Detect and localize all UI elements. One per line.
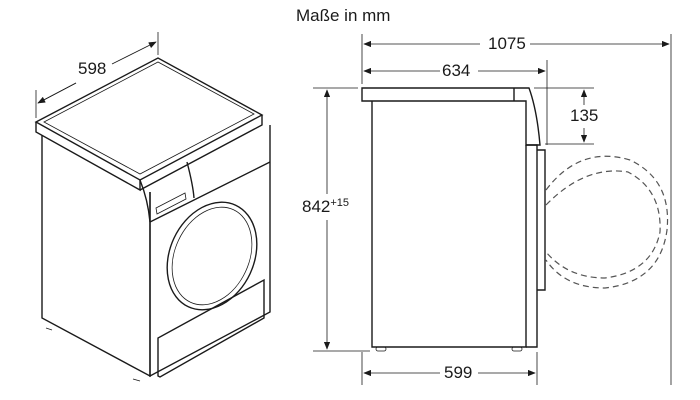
side-view-dryer <box>313 34 672 385</box>
diagram-title: Maße in mm <box>296 6 391 25</box>
total-depth-dimension-label: 1075 <box>486 34 528 53</box>
width-dimension-label: 598 <box>76 59 109 78</box>
height-tolerance: +15 <box>330 197 350 209</box>
base-depth-dimension-label: 599 <box>442 363 475 382</box>
height-value: 842 <box>302 197 331 216</box>
height-dimension-label: 842+15 <box>300 197 352 216</box>
control-panel-height-label: 135 <box>568 106 601 125</box>
depth-dimension-label: 634 <box>440 61 473 80</box>
isometric-dryer <box>34 32 271 382</box>
